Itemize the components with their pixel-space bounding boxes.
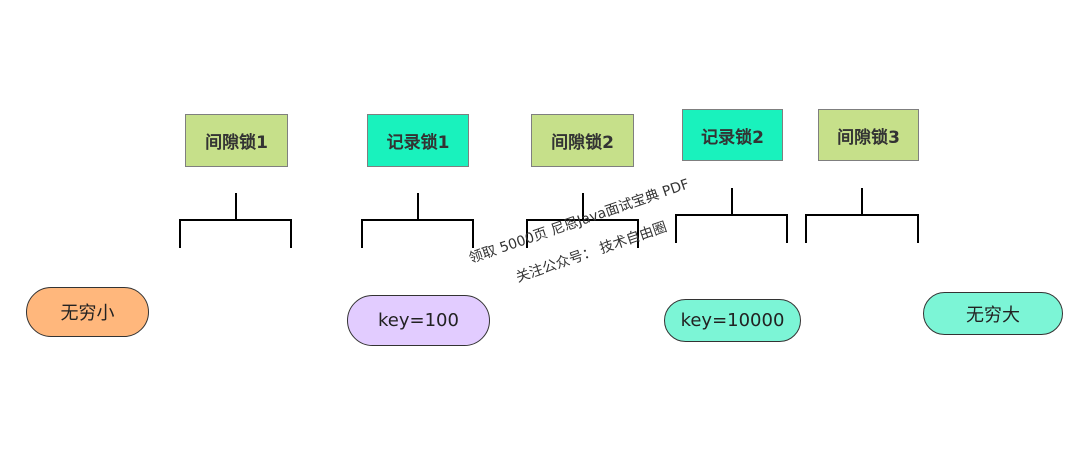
record-lock-1-box: 记录锁1 <box>367 114 469 167</box>
negative-infinity-pill: 无穷小 <box>26 287 149 337</box>
key-10000-pill: key=10000 <box>664 299 801 342</box>
positive-infinity-pill: 无穷大 <box>923 292 1063 335</box>
key-100-pill: key=100 <box>347 295 490 346</box>
record-lock-2-box: 记录锁2 <box>682 109 783 161</box>
gap-lock-3-label: 间隙锁3 <box>837 127 900 148</box>
bracket-gap1 <box>179 193 292 248</box>
positive-infinity-label: 无穷大 <box>966 304 1020 326</box>
bracket-rec1 <box>361 193 474 248</box>
record-lock-1-label: 记录锁1 <box>386 133 450 153</box>
record-lock-2-label: 记录锁2 <box>701 127 764 148</box>
key-10000-label: key=10000 <box>680 310 785 331</box>
gap-lock-1-box: 间隙锁1 <box>185 114 288 167</box>
key-100-label: key=100 <box>378 310 459 331</box>
gap-lock-2-label: 间隙锁2 <box>551 133 614 153</box>
gap-lock-2-box: 间隙锁2 <box>531 114 634 167</box>
bracket-rec2 <box>675 188 788 243</box>
bracket-gap2 <box>526 193 639 248</box>
gap-lock-1-label: 间隙锁1 <box>205 133 268 153</box>
gap-lock-3-box: 间隙锁3 <box>818 109 919 161</box>
negative-infinity-label: 无穷小 <box>60 303 115 324</box>
bracket-gap3 <box>805 188 919 243</box>
